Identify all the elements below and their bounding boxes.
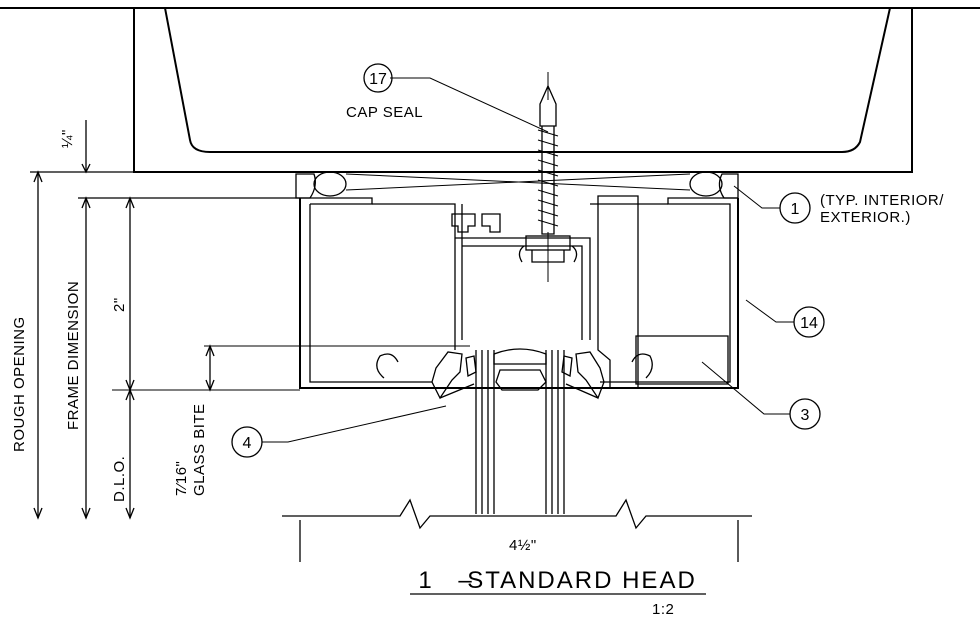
leader-lines	[262, 77, 794, 443]
frame-width-dimension: 4½"	[509, 537, 537, 554]
insulated-glass-unit	[475, 348, 565, 514]
rough-opening-label: ROUGH OPENING	[11, 316, 28, 452]
svg-text:4: 4	[243, 435, 252, 452]
detail-title: STANDARD HEAD	[467, 567, 697, 594]
svg-text:14: 14	[800, 315, 818, 332]
perimeter-seal-exterior	[689, 171, 739, 199]
header-substrate	[133, 7, 913, 173]
glazing-gasket-exterior	[561, 351, 605, 400]
callout-bubble-3: 3	[789, 398, 821, 430]
svg-text:1: 1	[791, 201, 800, 218]
head-frame-extrusion	[299, 197, 739, 389]
cap-seal-label: CAP SEAL	[346, 104, 423, 121]
setting-block	[635, 335, 729, 385]
glazing-gasket-interior	[431, 351, 477, 400]
detail-scale: 1:2	[652, 601, 674, 618]
title-dash: –	[458, 567, 473, 594]
interior-exterior-note-line2: EXTERIOR.)	[820, 209, 911, 226]
callout-bubble-1: 1	[779, 192, 811, 224]
dimension-lines	[33, 120, 739, 562]
callout-bubble-17: 17	[363, 63, 393, 93]
glass-bite-label: GLASS BITE	[191, 403, 208, 496]
svg-text:17: 17	[369, 71, 387, 88]
dlo-label: D.L.O.	[111, 456, 128, 502]
interior-exterior-note: (TYP. INTERIOR/	[820, 192, 944, 209]
shim-gap-dimension: ¼"	[59, 129, 76, 148]
svg-text:3: 3	[801, 407, 810, 424]
detail-number: 1	[418, 567, 433, 594]
frame-dimension-label: FRAME DIMENSION	[65, 281, 82, 430]
perimeter-seal-interior	[295, 171, 347, 199]
structural-filler	[597, 195, 639, 389]
callout-bubble-4: 4	[231, 426, 263, 458]
glass-bite-value: 7⁄16"	[173, 461, 190, 496]
gasket-tip	[439, 383, 599, 399]
break-line	[282, 498, 752, 530]
callout-bubble-14: 14	[793, 306, 825, 338]
seal-line	[345, 173, 691, 191]
screw-fastener	[518, 72, 578, 282]
frame-depth-dimension: 2"	[111, 297, 128, 312]
